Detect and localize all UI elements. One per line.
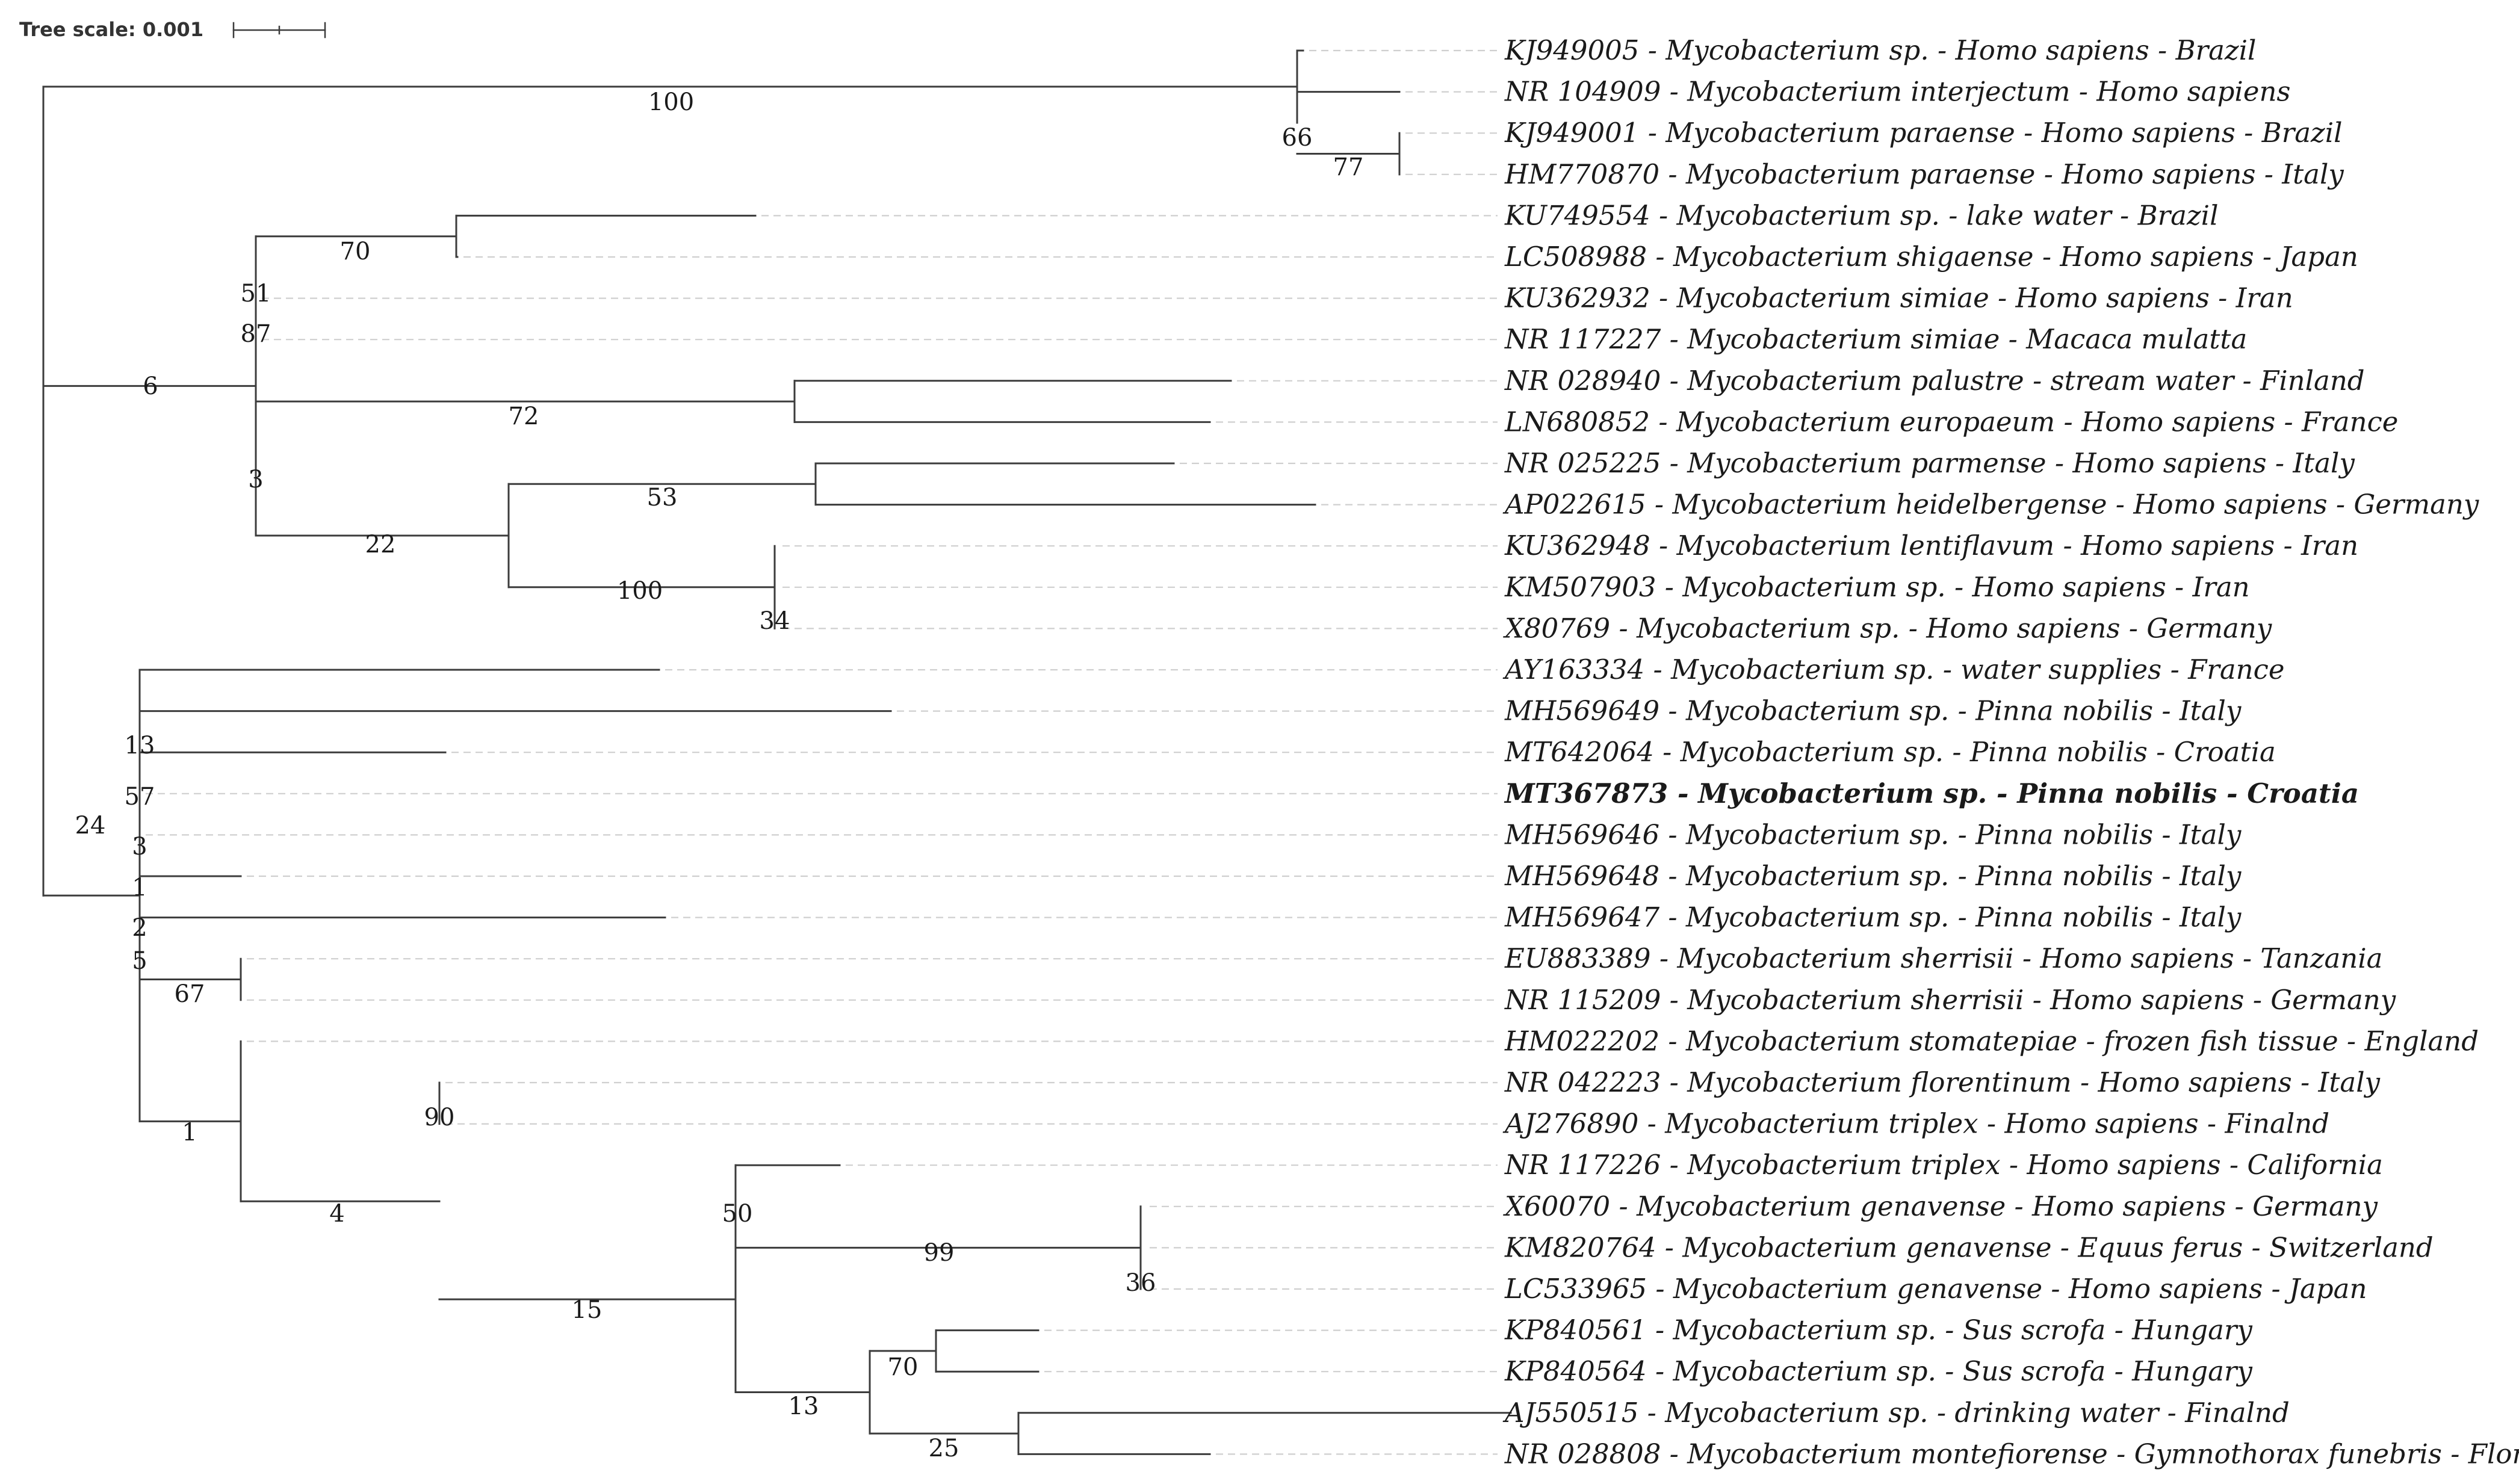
- leaf-label: AJ550515 - Mycobacterium sp. - drinking …: [1502, 1397, 2290, 1429]
- support-values: 1006677705187672353221003413572431256719…: [75, 88, 1364, 1462]
- leaf-label: KM507903 - Mycobacterium sp. - Homo sapi…: [1504, 571, 2250, 603]
- bootstrap-value: 100: [648, 88, 694, 116]
- bootstrap-value: 66: [1282, 124, 1313, 152]
- bootstrap-value: 1: [132, 874, 147, 901]
- leaf-label: NR 117226 - Mycobacterium triplex - Homo…: [1504, 1149, 2383, 1181]
- leaf-label: MT367873 - Mycobacterium sp. - Pinna nob…: [1504, 778, 2359, 809]
- leaf-label: MT642064 - Mycobacterium sp. - Pinna nob…: [1504, 736, 2276, 768]
- leaf-label: KU362948 - Mycobacterium lentiflavum - H…: [1504, 530, 2358, 561]
- leaf-label: EU883389 - Mycobacterium sherrisii - Hom…: [1504, 942, 2383, 974]
- bootstrap-value: 13: [125, 732, 155, 759]
- leaf-label: NR 028940 - Mycobacterium palustre - str…: [1504, 365, 2365, 397]
- leaf-label: NR 025225 - Mycobacterium parmense - Hom…: [1504, 447, 2355, 479]
- leaf-label: NR 115209 - Mycobacterium sherrisii - Ho…: [1504, 984, 2396, 1016]
- bootstrap-value: 15: [572, 1296, 603, 1324]
- bootstrap-value: 5: [132, 947, 147, 975]
- leaf-label: LC533965 - Mycobacterium genavense - Hom…: [1504, 1273, 2367, 1305]
- bootstrap-value: 87: [241, 320, 271, 348]
- bootstrap-value: 77: [1333, 153, 1364, 181]
- bootstrap-value: 25: [929, 1435, 959, 1462]
- bootstrap-value: 72: [509, 403, 539, 430]
- bootstrap-value: 36: [1126, 1269, 1156, 1297]
- tree-branches: [42, 49, 1512, 1455]
- bootstrap-value: 22: [365, 531, 396, 558]
- leaf-label: LC508988 - Mycobacterium shigaense - Hom…: [1504, 241, 2358, 273]
- bootstrap-value: 2: [132, 914, 147, 942]
- bootstrap-value: 70: [340, 238, 371, 265]
- leaf-label: NR 028808 - Mycobacterium montefiorense …: [1504, 1438, 2519, 1470]
- bootstrap-value: 50: [722, 1200, 753, 1228]
- bootstrap-value: 51: [241, 280, 271, 308]
- leaf-label: AJ276890 - Mycobacterium triplex - Homo …: [1502, 1108, 2329, 1140]
- bootstrap-value: 67: [175, 980, 205, 1008]
- bootstrap-value: 57: [125, 783, 155, 811]
- bootstrap-value: 6: [143, 373, 158, 400]
- leaf-label: MH569648 - Mycobacterium sp. - Pinna nob…: [1504, 860, 2242, 892]
- bootstrap-value: 100: [617, 577, 663, 605]
- bootstrap-value: 53: [647, 484, 678, 512]
- leaf-label: X80769 - Mycobacterium sp. - Homo sapien…: [1503, 612, 2272, 644]
- leaf-label: AY163334 - Mycobacterium sp. - water sup…: [1502, 654, 2284, 685]
- leaf-label: KU362932 - Mycobacterium simiae - Homo s…: [1504, 282, 2293, 314]
- leaf-label: MH569647 - Mycobacterium sp. - Pinna nob…: [1504, 901, 2242, 933]
- leaf-label: KJ949001 - Mycobacterium paraense - Homo…: [1504, 117, 2343, 149]
- leaf-label: KP840561 - Mycobacterium sp. - Sus scrof…: [1504, 1314, 2252, 1346]
- leaf-label: HM770870 - Mycobacterium paraense - Homo…: [1504, 158, 2344, 190]
- leaf-guide-lines: [146, 49, 1498, 1455]
- leaf-label: KP840564 - Mycobacterium sp. - Sus scrof…: [1504, 1355, 2252, 1387]
- leaf-label: KJ949005 - Mycobacterium sp. - Homo sapi…: [1504, 34, 2256, 66]
- bootstrap-value: 90: [424, 1104, 455, 1131]
- leaf-label: LN680852 - Mycobacterium europaeum - Hom…: [1504, 406, 2398, 437]
- bootstrap-value: 34: [760, 607, 790, 635]
- leaf-label: MH569646 - Mycobacterium sp. - Pinna nob…: [1504, 818, 2242, 850]
- leaf-label: HM022202 - Mycobacterium stomatepiae - f…: [1504, 1025, 2479, 1057]
- bootstrap-value: 4: [329, 1200, 344, 1228]
- bootstrap-value: 24: [75, 812, 106, 839]
- bootstrap-value: 1: [182, 1119, 197, 1146]
- leaf-label: KM820764 - Mycobacterium genavense - Equ…: [1504, 1231, 2434, 1263]
- bootstrap-value: 13: [789, 1393, 819, 1420]
- leaf-labels: KJ949005 - Mycobacterium sp. - Homo sapi…: [1502, 34, 2519, 1470]
- tree-scale-label: Tree scale: 0.001: [19, 18, 203, 41]
- leaf-label: NR 042223 - Mycobacterium florentinum - …: [1504, 1066, 2381, 1098]
- leaf-label: KU749554 - Mycobacterium sp. - lake wate…: [1504, 199, 2218, 231]
- bootstrap-value: 70: [888, 1353, 919, 1381]
- leaf-label: NR 104909 - Mycobacterium interjectum - …: [1504, 76, 2291, 108]
- bootstrap-value: 3: [132, 833, 147, 861]
- leaf-label: AP022615 - Mycobacterium heidelbergense …: [1502, 489, 2479, 521]
- leaf-label: MH569649 - Mycobacterium sp. - Pinna nob…: [1504, 695, 2242, 727]
- bootstrap-value: 99: [924, 1239, 955, 1267]
- leaf-label: X60070 - Mycobacterium genavense - Homo …: [1503, 1190, 2378, 1222]
- leaf-label: NR 117227 - Mycobacterium simiae - Macac…: [1504, 323, 2247, 355]
- bootstrap-value: 3: [248, 466, 263, 493]
- tree-scale: Tree scale: 0.001: [19, 18, 326, 41]
